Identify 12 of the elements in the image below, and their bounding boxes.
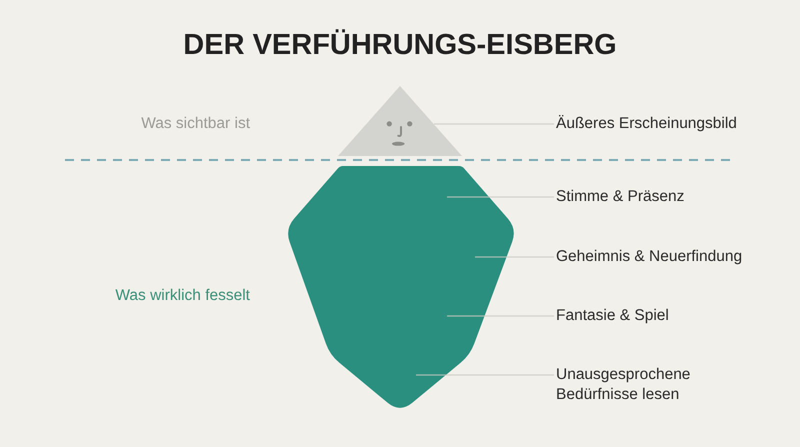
callout-label: Unausgesprochene Bedürfnisse lesen [556,365,716,405]
callout-label: Fantasie & Spiel [556,306,669,326]
zone-caption: Was sichtbar ist [141,114,250,134]
callout-label: Äußeres Erscheinungsbild [556,114,737,134]
callout-label: Stimme & Präsenz [556,187,684,207]
leader-line [447,196,554,198]
zone-caption: Was wirklich fesselt [115,286,250,306]
iceberg-tip [338,86,462,156]
title: DER VERFÜHRUNGS-EISBERG [183,28,617,62]
leader-line [475,256,554,258]
callout-label: Geheimnis & Neuerfindung [556,247,742,267]
leader-line [447,315,554,317]
